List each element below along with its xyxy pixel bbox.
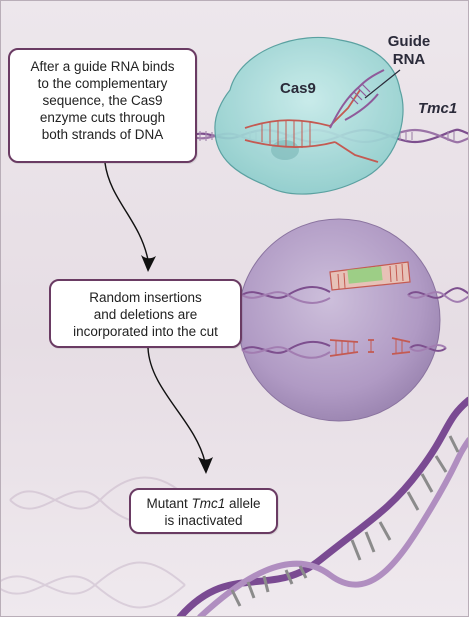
- callout-text: Mutant: [146, 496, 192, 511]
- guide-rna-label: Guide RNA: [383, 33, 435, 69]
- magnified-circle: [237, 218, 441, 422]
- guide-rna: [329, 69, 385, 129]
- cas9-shadow: [271, 140, 299, 160]
- guide-rna-label-line: RNA: [392, 51, 426, 68]
- connector-2: [147, 347, 206, 463]
- guide-rna-pointer: [364, 69, 401, 99]
- large-dna-helix: [176, 396, 469, 617]
- gene-name: Tmc1: [191, 496, 226, 511]
- callout-text: allele: [225, 496, 261, 511]
- callout-line: Random insertions: [89, 290, 202, 305]
- callout-line: is inactivated: [164, 513, 243, 528]
- callout-cas9-cut: After a guide RNA binds to the complemen…: [8, 48, 197, 163]
- arrowhead-2: [198, 457, 213, 474]
- cas9-bound-dna: [244, 89, 379, 163]
- tmc1-label: Tmc1: [418, 100, 458, 117]
- callout-line: sequence, the Cas9: [42, 93, 163, 108]
- callout-line: and deletions are: [93, 307, 198, 322]
- callout-line: Mutant Tmc1 allele: [137, 495, 270, 512]
- callout-line: enzyme cuts through: [39, 110, 166, 125]
- connector-1: [104, 162, 149, 261]
- callout-mutant-allele: Mutant Tmc1 allele is inactivated: [129, 488, 278, 534]
- callout-line: incorporated into the cut: [73, 324, 218, 339]
- callout-line: to the complementary: [37, 76, 168, 91]
- callout-insertions-deletions: Random insertions and deletions are inco…: [49, 279, 242, 348]
- arrowhead-1: [141, 255, 156, 272]
- cas9-label: Cas9: [280, 80, 316, 97]
- callout-line: both strands of DNA: [41, 127, 164, 142]
- deletion-dna: [241, 337, 447, 359]
- guide-rna-label-line: Guide: [387, 33, 431, 50]
- insertion-dna: [241, 261, 469, 304]
- cas9-enzyme: [214, 36, 404, 195]
- callout-line: After a guide RNA binds: [30, 59, 175, 74]
